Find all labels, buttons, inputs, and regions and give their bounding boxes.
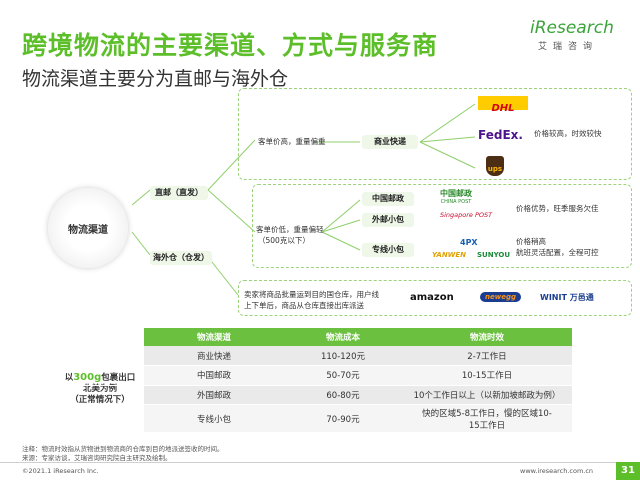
logo-cn: 艾瑞咨询 [538, 42, 599, 52]
logistics-table: 物流渠道 物流成本 物流时效 商业快递 110-120元 2-7工作日 中国邮政… [56, 328, 572, 433]
logo-brand: iResearch [530, 18, 614, 38]
special-desc-2: 航班灵活配置，全程可控 [516, 248, 599, 257]
post-note-1: 客单价低，重量偏轻 [256, 225, 324, 234]
root-circle: 物流渠道 [48, 188, 128, 268]
iresearch-logo: iResearch 艾瑞咨询 [530, 18, 630, 58]
branch-overseas: 海外仓（仓发） [150, 251, 212, 265]
foreign-post-label: 外邮小包 [362, 213, 414, 227]
root-label: 物流渠道 [68, 224, 108, 236]
table-row: 中国邮政 50-70元 10-15工作日 [56, 365, 572, 386]
overseas-note-2: 上下单后，商品从仓库直接出库派送 [244, 301, 364, 310]
overseas-note-1: 卖家将商品批量运到目的国仓库，用户线 [244, 290, 379, 299]
footer-source: 来源：专家访谈，艾瑞咨询研究院自主研究及绘制。 [22, 454, 172, 462]
special-label: 专线小包 [362, 243, 414, 257]
post-note-2: （500克以下） [258, 236, 310, 245]
page-number: 31 [616, 462, 640, 480]
singapore-post-logo: Singapore POST [440, 211, 493, 219]
overseas-box [238, 280, 632, 316]
sunyou-logo: SUNYOU [477, 251, 511, 259]
ups-logo: ups [486, 156, 504, 176]
winit-logo: WINIT 万邑通 [540, 293, 594, 302]
table-row: 外国邮政 60-80元 10个工作日以上（以新加坡邮政为例） [56, 385, 572, 405]
amazon-logo: amazon [410, 292, 454, 303]
page-title: 跨境物流的主要渠道、方式与服务商 [22, 31, 439, 60]
newegg-logo: newegg [480, 292, 521, 302]
footer-copyright: ©2021.1 iResearch Inc. [22, 467, 99, 475]
4px-logo: 4PX [460, 238, 478, 247]
table-row: 专线小包 70-90元 快的区域5-8工作日，慢的区域10-15工作日 [56, 404, 572, 433]
special-desc-1: 价格稍高 [516, 237, 546, 246]
express-label: 商业快递 [362, 135, 418, 149]
col-header-time: 物流时效 [402, 328, 572, 346]
dhl-logo: DHL [478, 96, 528, 114]
yanwen-logo: YANWEN [432, 251, 467, 259]
express-box [238, 88, 632, 180]
fedex-logo: FedEx. [478, 128, 523, 142]
footer-website: www.iresearch.com.cn [520, 467, 594, 475]
post-box [252, 184, 632, 268]
footer-note: 注释：物流时效指从货物进到物流商的仓库到目的地派送签收的时间。 [22, 445, 224, 453]
china-post-logo: 中国邮政 CHINA POST [440, 189, 472, 205]
express-desc: 价格较高，时效较快 [534, 129, 602, 138]
col-header-channel: 物流渠道 [144, 328, 284, 346]
express-note: 客单价高，重量偏重 [258, 137, 326, 146]
post-desc: 价格优势，旺季服务欠佳 [516, 204, 599, 213]
table-row: 商业快递 110-120元 2-7工作日 [56, 346, 572, 366]
post-label: 中国邮政 [362, 192, 414, 206]
page-subtitle: 物流渠道主要分为直邮与海外仓 [22, 68, 289, 90]
col-header-cost: 物流成本 [284, 328, 402, 346]
branch-direct: 直邮（直发） [150, 186, 208, 200]
